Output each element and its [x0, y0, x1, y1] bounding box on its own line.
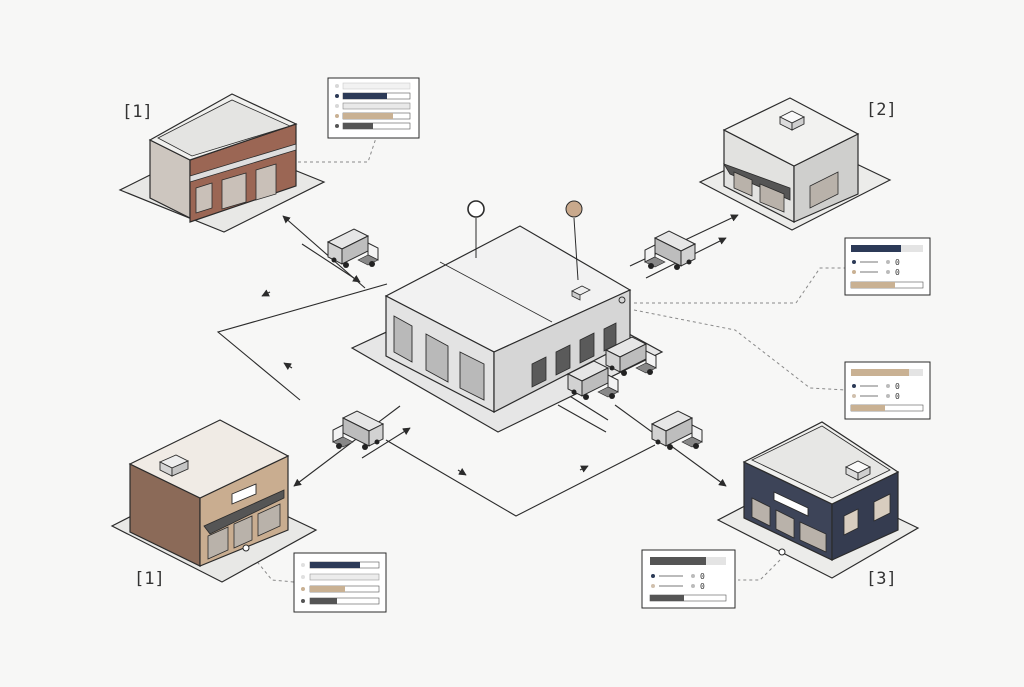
card-row [301, 585, 380, 593]
card-row [335, 92, 411, 100]
distribution-center [350, 217, 664, 433]
store-bottom-right-label: [3] [866, 569, 897, 589]
card-row [301, 573, 380, 581]
info-card-top-left [327, 77, 420, 139]
info-card-bottom-left [293, 552, 387, 613]
card-row [335, 102, 411, 110]
card-row [335, 82, 411, 90]
card-value: 0 [700, 572, 705, 581]
pin-tan-icon [565, 200, 583, 218]
truck-icon [332, 410, 384, 451]
info-card-bottom-right: 0 0 [641, 549, 736, 609]
card-row [301, 561, 380, 569]
card-row [335, 112, 411, 120]
store-bottom-left-label: [1] [134, 569, 165, 589]
store-bottom-right [716, 421, 920, 579]
card-value: 0 [895, 382, 900, 391]
store-top-right-label: [2] [866, 100, 897, 120]
card-value: 0 [895, 258, 900, 267]
store-top-left-label: [1] [122, 102, 153, 122]
card-value: 0 [895, 392, 900, 401]
info-card-right-mid: 0 0 [844, 361, 931, 420]
card-row [301, 597, 380, 605]
pin-outline-icon [467, 200, 485, 218]
card-row [335, 122, 411, 130]
card-value: 0 [895, 268, 900, 277]
card-value: 0 [700, 582, 705, 591]
info-card-top-right: 0 0 [844, 237, 931, 296]
store-top-right [698, 97, 892, 231]
truck-icon [651, 410, 703, 451]
store-top-left [118, 93, 326, 233]
store-bottom-left [110, 419, 318, 583]
truck-icon [644, 230, 696, 271]
